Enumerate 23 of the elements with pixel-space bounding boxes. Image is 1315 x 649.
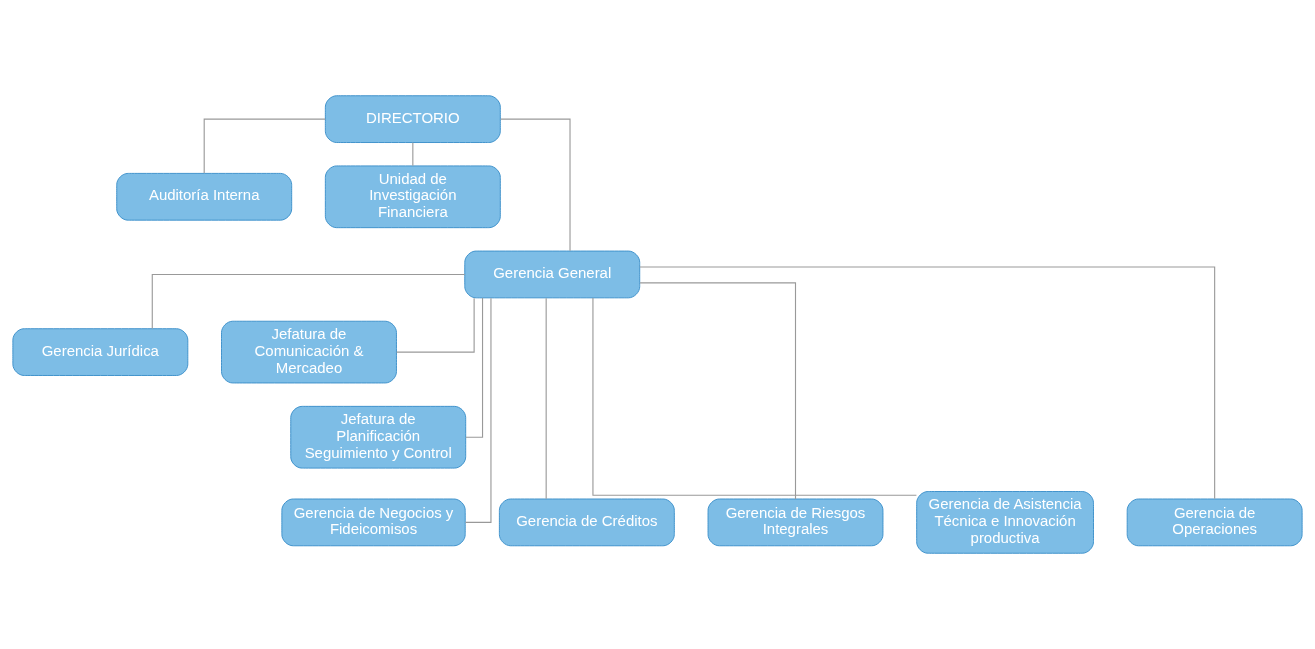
node-box: Gerencia de Operaciones [1126,498,1303,547]
connector [639,266,1216,500]
node-box: Gerencia de Créditos [498,498,675,547]
node-box: Gerencia de Negocios y Fideicomisos [281,498,466,547]
node-box: Auditoría Interna [116,172,293,221]
connector [500,118,571,252]
connector [545,297,547,500]
node-box: Gerencia de Riesgos Integrales [707,498,884,547]
node-box: Jefatura de Comunicación & Mercadeo [221,320,397,384]
connector [592,297,917,496]
node-box: Gerencia de Asistencia Técnica e Innovación productiva [916,491,1094,554]
node-box: Gerencia General [464,250,641,299]
connector [396,297,475,353]
connector [412,142,414,167]
connector [464,297,492,523]
connector [639,282,797,500]
node-box: Jefatura de Planificación Seguimiento y Control [290,405,467,469]
node-box: Gerencia Jurídica [12,328,189,376]
connector [151,273,466,329]
connector [465,297,484,438]
node-box: Unidad de Investigación Financiera [324,165,501,229]
connector [203,118,326,174]
node-box: DIRECTORIO [324,95,501,143]
